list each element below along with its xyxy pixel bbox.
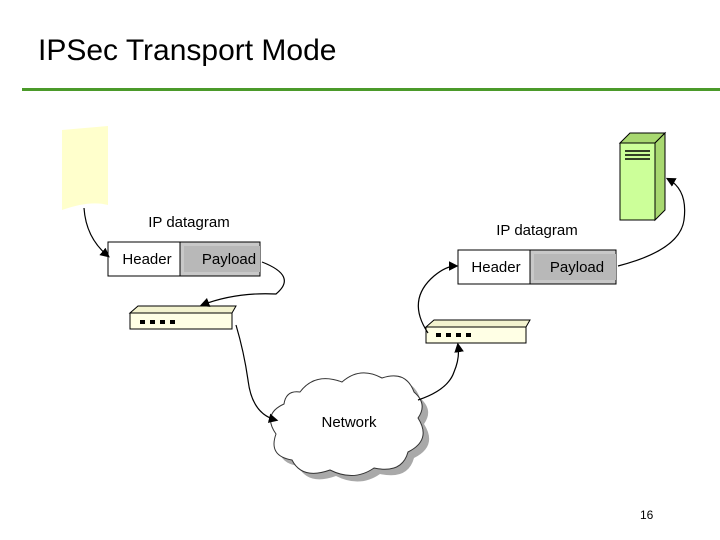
right-router-icon [424,319,531,344]
router-to-network-arrow [235,324,279,423]
right-datagram-header-block [457,249,531,285]
left-datagram-header: Header [122,251,171,268]
slide-number: 16 [640,508,654,522]
right-datagram: Header Payload [457,249,617,285]
left-datagram-payload-shade [184,246,260,272]
left-datagram-payload: Payload [202,251,256,268]
datagram-to-router-arrow [199,261,285,307]
slide-title: IPSec Transport Mode [38,34,337,67]
left-host-icon [62,126,108,210]
left-datagram: Header Payload [107,241,261,277]
router-to-datagram-arrow [417,261,459,334]
left-datagram-caption: IP datagram [148,214,229,231]
left-router-icon [128,305,237,330]
left-datagram-header-block [107,241,181,277]
network-label: Network [321,414,377,431]
server-icon [618,131,667,222]
host-to-datagram-arrow [83,207,110,258]
network-to-router-arrow [417,342,464,401]
right-datagram-caption: IP datagram [496,222,577,239]
datagram-to-server-arrow [617,177,686,267]
right-datagram-header: Header [471,259,520,276]
network-cloud-icon [270,372,430,482]
right-datagram-payload-shade [534,254,616,280]
title-divider [22,88,720,91]
right-datagram-payload: Payload [550,259,604,276]
